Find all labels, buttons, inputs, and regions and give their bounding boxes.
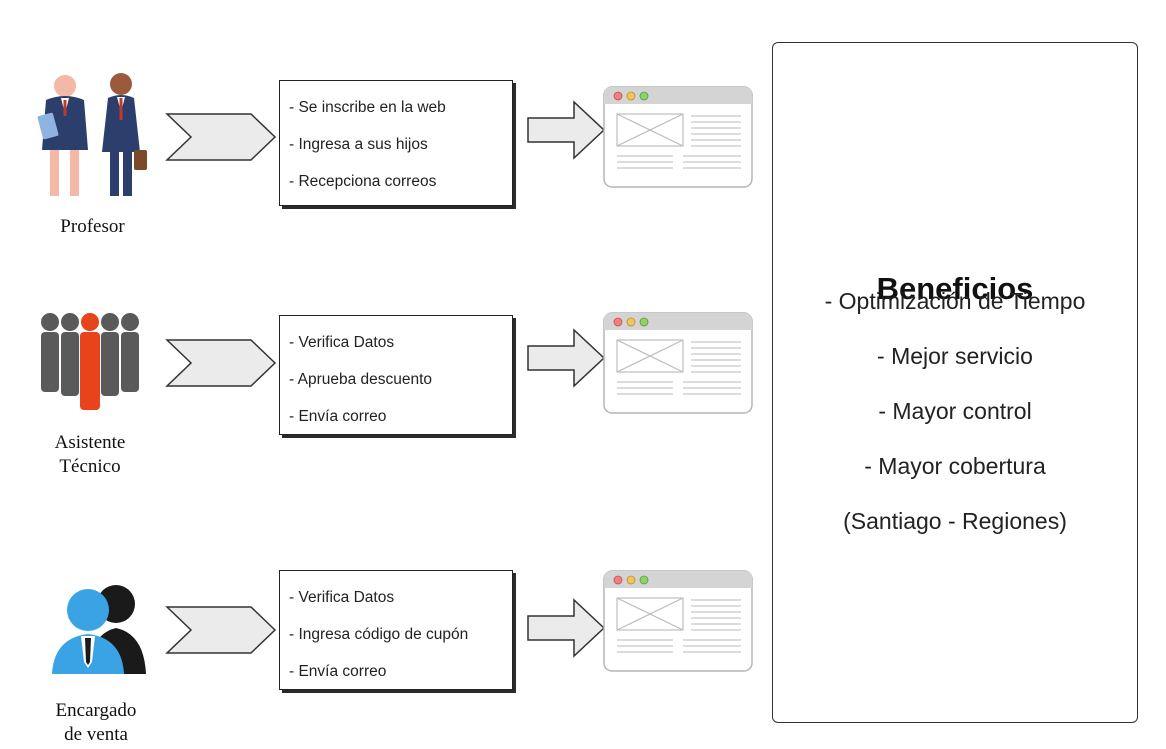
actor-label-profesor: Profesor <box>60 216 125 237</box>
task-item: - Recepciona correos <box>289 173 437 190</box>
task-box-encargado: - Verifica Datos - Ingresa código de cup… <box>279 570 513 690</box>
actor-label-line-2: de venta <box>64 724 128 745</box>
benefit-item: - Mejor servicio <box>877 343 1033 369</box>
task-item: - Ingresa a sus hijos <box>289 136 428 153</box>
arrow-right-icon <box>527 598 606 658</box>
benefits-title: Beneficios <box>876 271 1034 306</box>
benefit-item: - Optimización de Tiempo <box>824 288 1086 314</box>
group-highlight-icon <box>41 313 139 410</box>
task-item: - Envía correo <box>289 663 387 680</box>
arrow-right-icon <box>527 100 606 160</box>
arrow-right-icon <box>527 328 606 388</box>
benefit-item: (Santiago - Regiones) <box>843 508 1067 534</box>
task-box-profesor: - Se inscribe en la web - Ingresa a sus … <box>279 80 513 206</box>
benefit-item: - Mayor cobertura <box>864 453 1046 479</box>
chevron-right-icon <box>165 113 277 161</box>
task-item: - Ingresa código de cupón <box>289 626 469 643</box>
actor-label-encargado: Encargado de venta <box>36 699 156 747</box>
task-item: - Aprueba descuento <box>289 371 433 388</box>
actor-label-line-2: Técnico <box>59 456 121 477</box>
benefit-item: - Mayor control <box>878 398 1032 424</box>
task-item: - Envía correo <box>289 408 387 425</box>
chevron-right-icon <box>165 339 277 387</box>
chevron-right-icon <box>165 606 277 654</box>
browser-wireframe-icon <box>603 312 753 414</box>
actor-label-line-1: Asistente <box>54 432 126 453</box>
task-item: - Verifica Datos <box>289 334 395 351</box>
actor-label-asistente: Asistente Técnico <box>30 431 150 479</box>
task-item: - Verifica Datos <box>289 589 395 606</box>
browser-wireframe-icon <box>603 570 753 672</box>
task-box-asistente: - Verifica Datos - Aprueba descuento - E… <box>279 315 513 435</box>
benefits-panel: Beneficios - Optimización de Tiempo - Me… <box>772 42 1138 723</box>
teacher-pair-icon <box>37 73 147 196</box>
browser-wireframe-icon <box>603 86 753 188</box>
actor-label-line-1: Encargado <box>55 700 137 721</box>
task-item: - Se inscribe en la web <box>289 99 446 116</box>
salesperson-icon <box>52 585 146 674</box>
